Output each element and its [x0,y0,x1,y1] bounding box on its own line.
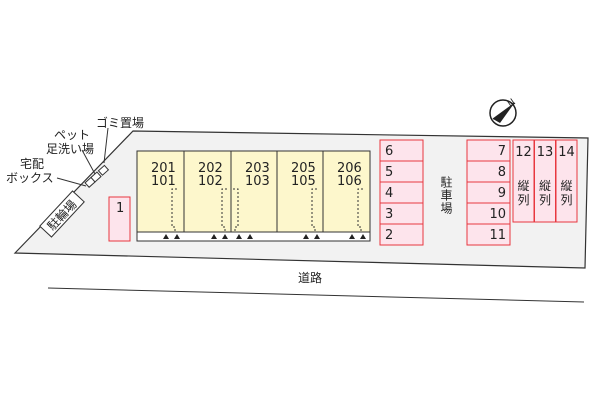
entrance-marker-icon [222,234,228,239]
parking-space-1: 1 [108,196,131,242]
north-compass-icon: N [489,97,517,127]
entrance-marker-icon [211,234,217,239]
entrance-marker-icon [163,234,169,239]
parking-number: 10 [489,207,506,222]
parking-space: 11 [466,223,511,246]
delivery-and-pet-boxes [84,164,110,188]
parking-number: 6 [385,144,393,159]
unit-upper-number: 205 [291,161,316,176]
parking-space: 2 [379,223,424,246]
road-line [47,287,585,303]
entrance-marker-icon [247,234,253,239]
road-label: 道路 [298,270,322,285]
parking-number: 1 [116,201,124,216]
tandem-note: 列 [517,193,529,207]
garbage-leader [103,127,109,164]
parking-space: 7 [466,139,511,162]
parking-space: 9 [466,181,511,204]
pet-label-2: 足洗い場 [46,142,94,156]
parking-space: 6 [379,139,424,162]
entrance-marker-icon [360,234,366,239]
parking-number: 5 [385,165,393,180]
parking-number: 9 [498,186,506,201]
tandem-note: 縦 [560,179,572,193]
tandem-parking-space: 13 縦列 [534,139,556,223]
entrance-marker-icon [349,234,355,239]
unit-lower-number: 102 [198,174,223,189]
parking-number: 3 [385,207,393,222]
parking-label: 駐車場 [439,176,453,215]
parking-space: 3 [379,202,424,225]
pet-leader [81,149,96,175]
parking-number: 2 [385,228,393,243]
entrance-marker-icon [314,234,320,239]
delivery-label-1: 宅配 [20,156,44,171]
tandem-parking-space: 14 縦列 [555,139,578,223]
unit-lower-number: 106 [337,174,362,189]
parking-number: 13 [537,145,554,160]
parking-number: 8 [498,165,506,180]
parking-number: 4 [385,186,393,201]
svg-text:N: N [506,97,517,109]
tandem-note: 縦 [539,179,551,193]
parking-space: 5 [379,160,424,183]
unit-lower-number: 103 [245,174,270,189]
unit-upper-number: 201 [151,161,176,176]
parking-number: 12 [515,145,532,160]
parking-space: 8 [466,160,511,183]
tandem-note: 列 [539,193,551,207]
unit-lower-number: 105 [291,174,316,189]
parking-space: 10 [466,202,511,225]
pet-label-1: ペット [54,128,90,142]
entrance-marker-icon [236,234,242,239]
entrance-marker-icon [303,234,309,239]
tandem-note: 縦 [517,179,529,193]
unit-upper-number: 206 [337,161,362,176]
tandem-note: 列 [560,193,572,207]
unit-lower-number: 101 [151,174,176,189]
delivery-leader [56,177,87,187]
parking-space: 4 [379,181,424,204]
entrance-marker-icon [174,234,180,239]
unit-upper-number: 203 [245,161,270,176]
parking-number: 14 [558,145,575,160]
delivery-label-2: ボックス [6,171,54,185]
parking-number: 11 [489,228,506,243]
unit-upper-number: 202 [198,161,223,176]
tandem-parking-space: 12 縦列 [512,139,535,223]
building [136,150,371,242]
parking-number: 7 [498,144,506,159]
garbage-label: ゴミ置場 [96,115,144,130]
